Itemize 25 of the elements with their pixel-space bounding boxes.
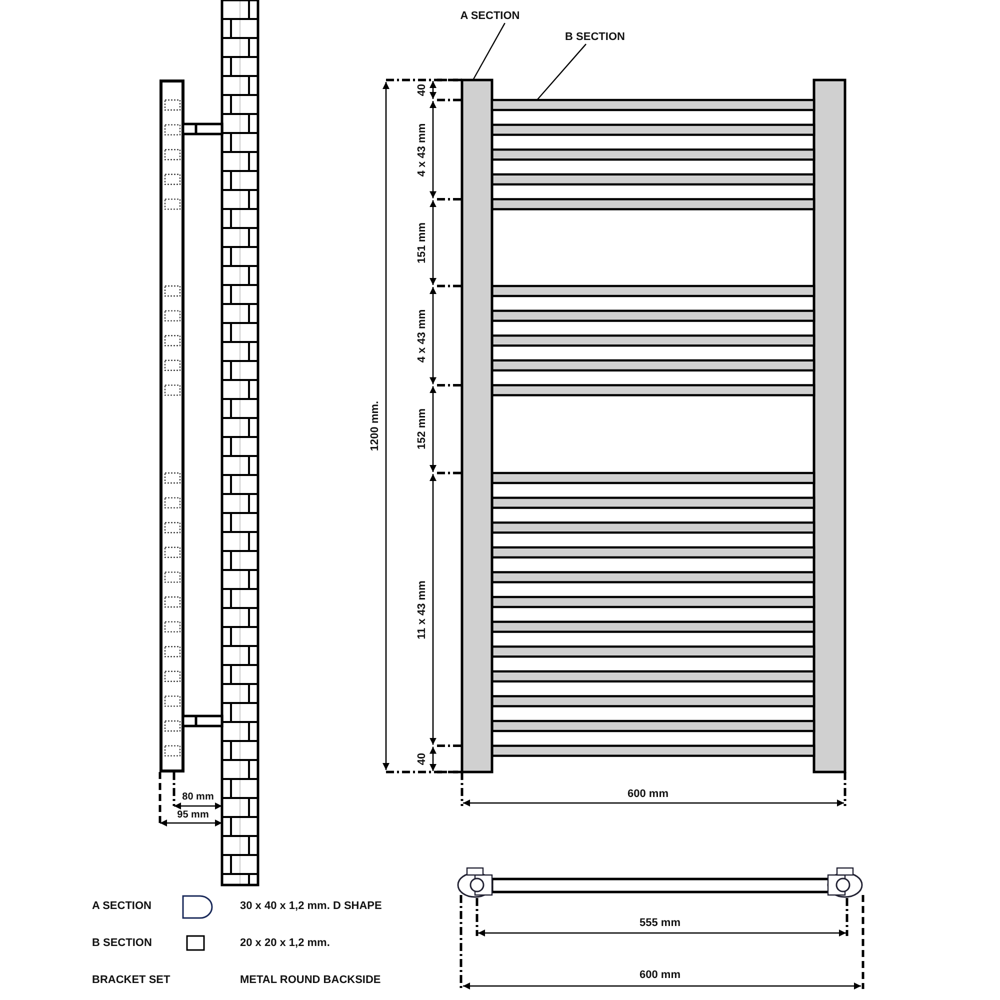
dimension-text: 600 mm [628, 788, 668, 800]
spec-text: BRACKET SET [92, 974, 170, 986]
dimension-text: 152 mm [416, 408, 428, 450]
dimension-text: 40 [416, 84, 428, 96]
leader-line [472, 22, 506, 80]
dimension-text: 4 x 43 mm [416, 309, 428, 363]
spec-text: 30 x 40 x 1,2 mm. D SHAPE [240, 900, 382, 912]
side-column [460, 78, 494, 774]
dimension-text: 80 mm [182, 792, 214, 802]
spec-text: A SECTION [92, 900, 152, 912]
dimension-text: 11 x 43 mm [416, 580, 428, 640]
callout-text: B SECTION [565, 30, 625, 44]
spec-text: B SECTION [92, 936, 152, 950]
leader-line [536, 44, 586, 100]
dimension-text: 555 mm [640, 916, 680, 930]
spec-text: 20 x 20 x 1,2 mm. [240, 936, 330, 950]
dimension-text: 40 [416, 752, 428, 766]
towel-bar [490, 98, 816, 112]
dimension-text: 95 mm [177, 810, 209, 820]
dimension-text: 600 mm [640, 968, 680, 982]
dimension-text: 4 x 43 mm [416, 123, 428, 177]
spec-text: METAL ROUND BACKSIDE [240, 974, 381, 986]
callout-text: A SECTION [460, 10, 520, 22]
dimension-text: 151 mm [416, 222, 428, 264]
dimension-text: 1200 mm. [368, 400, 382, 452]
